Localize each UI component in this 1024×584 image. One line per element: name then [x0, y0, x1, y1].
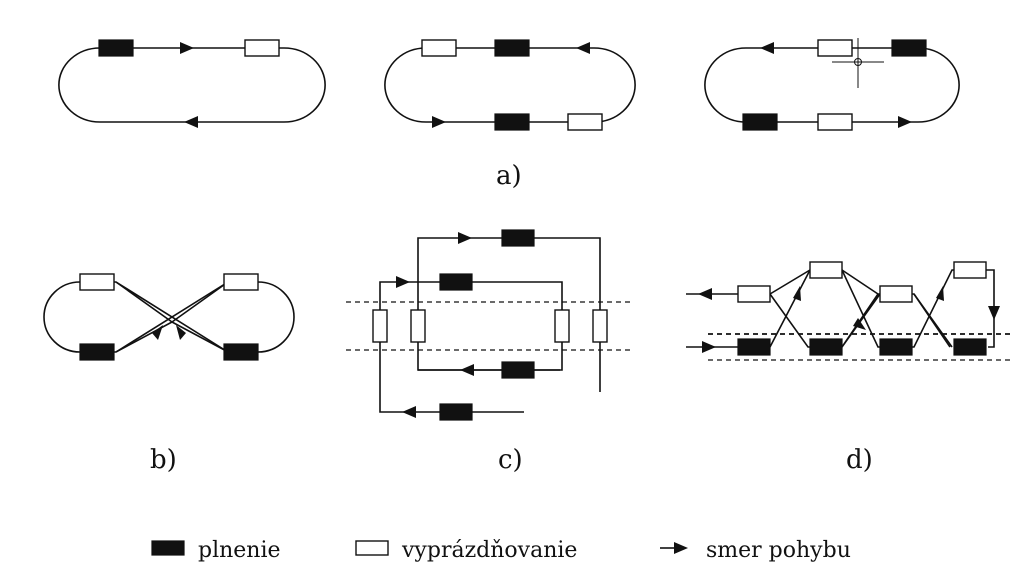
zigzag-path-3 [769, 293, 951, 348]
panel-d-zigzag [686, 261, 1010, 361]
arrow-up [793, 286, 801, 301]
filling-block [79, 343, 115, 361]
inner-path [379, 281, 563, 413]
filling-block [809, 338, 843, 356]
legend-empty-swatch [355, 540, 389, 556]
emptying-block [410, 309, 426, 343]
panel-a-loop-3 [704, 38, 960, 131]
arrow-down [988, 306, 1000, 320]
filling-block [501, 361, 535, 379]
arrow-up-left [176, 325, 186, 340]
panel-c-rectangular-paths [346, 229, 630, 421]
arrow-left [698, 288, 712, 300]
panel-a-loop-1 [58, 39, 326, 128]
arrow-up-right [152, 325, 163, 340]
filling-block [223, 343, 259, 361]
arrow-right [180, 42, 194, 54]
arrow-left [760, 42, 774, 54]
arrow-left [576, 42, 590, 54]
figure-eight-right-loop [171, 281, 295, 353]
emptying-block [879, 285, 913, 303]
emptying-block [592, 309, 608, 343]
loop-track [58, 47, 326, 123]
emptying-block [372, 309, 388, 343]
emptying-block [567, 113, 603, 131]
loop-track [704, 47, 960, 123]
filling-block [494, 113, 530, 131]
panel-b-figure-eight [43, 273, 295, 361]
emptying-block [223, 273, 259, 291]
crosshair-cursor [832, 38, 884, 88]
filling-block [494, 39, 530, 57]
filling-block [891, 39, 927, 57]
arrow-left [460, 364, 474, 376]
panel-label-d: d) [846, 445, 873, 475]
legend: plnenie vyprázdňovanie smer pohybu [151, 538, 851, 563]
emptying-block [554, 309, 570, 343]
emptying-block [737, 285, 771, 303]
arrow-down [853, 318, 866, 330]
filling-block [439, 403, 473, 421]
emptying-block [817, 113, 853, 131]
arrow-left [184, 116, 198, 128]
arrow-right [898, 116, 912, 128]
panel-label-a: a) [496, 161, 522, 191]
legend-arrow-icon [674, 542, 688, 554]
filling-block [879, 338, 913, 356]
filling-block [737, 338, 771, 356]
arrow-right [458, 232, 472, 244]
emptying-block [817, 39, 853, 57]
filling-block [439, 273, 473, 291]
arrow-left [402, 406, 416, 418]
panel-label-c: c) [498, 445, 523, 475]
legend-filled-swatch [151, 540, 185, 556]
emptying-block [953, 261, 987, 279]
legend-arrow-label: smer pohybu [706, 538, 851, 563]
arrow-right [396, 276, 410, 288]
panel-a-loop-2 [384, 39, 636, 131]
arrow-up [936, 286, 944, 301]
figure-eight-left-loop [43, 281, 173, 353]
arrow-right [432, 116, 446, 128]
filling-block [742, 113, 778, 131]
filling-block [501, 229, 535, 247]
emptying-block [244, 39, 280, 57]
legend-filled-label: plnenie [198, 538, 281, 563]
arrow-right [702, 341, 716, 353]
loop-track [384, 47, 636, 123]
cross-line-2 [115, 281, 229, 353]
emptying-block [421, 39, 457, 57]
filling-block [98, 39, 134, 57]
legend-empty-label: vyprázdňovanie [401, 538, 577, 563]
emptying-block [809, 261, 843, 279]
filling-block [953, 338, 987, 356]
emptying-block [79, 273, 115, 291]
panel-label-b: b) [150, 445, 177, 475]
